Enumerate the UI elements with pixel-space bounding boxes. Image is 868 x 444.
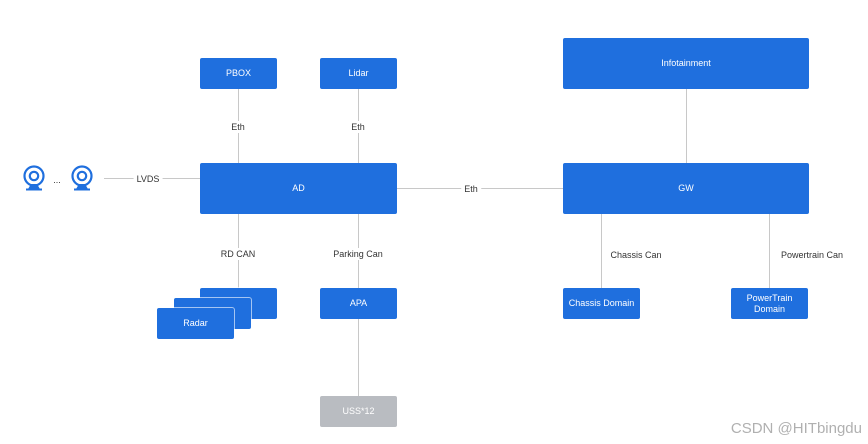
- node-ad-label: AD: [292, 183, 305, 193]
- node-powertrain-domain: PowerTrain Domain: [731, 288, 808, 319]
- node-uss-label: USS*12: [342, 406, 375, 416]
- node-apa-label: APA: [349, 298, 368, 308]
- link-label-lidar-eth: Eth: [348, 121, 368, 133]
- connector-gw-powertrain: [769, 213, 770, 289]
- node-pbox-label: PBOX: [225, 68, 251, 78]
- node-apa: APA: [320, 288, 397, 319]
- connector-gw-chassis: [601, 213, 602, 289]
- node-radar: Radar: [157, 308, 234, 339]
- camera-icon: [23, 165, 45, 191]
- node-ad: AD: [200, 163, 397, 214]
- link-label-powertrain-can: Powertrain Can: [777, 249, 847, 261]
- camera-ellipsis: ...: [53, 175, 61, 185]
- node-infotainment: Infotainment: [563, 38, 809, 89]
- link-label-chassis-can: Chassis Can: [607, 249, 665, 261]
- node-radar-label: Radar: [183, 318, 208, 328]
- node-chassis-domain: Chassis Domain: [563, 288, 640, 319]
- node-powertrain-domain-label: PowerTrain Domain: [746, 292, 793, 314]
- node-gw: GW: [563, 163, 809, 214]
- node-gw-label: GW: [678, 183, 694, 193]
- link-label-rd-can: RD CAN: [217, 248, 259, 260]
- node-lidar: Lidar: [320, 58, 397, 89]
- watermark: CSDN @HITbingdu: [730, 420, 862, 437]
- link-label-lvds: LVDS: [133, 173, 163, 185]
- connector-infotainment-gw: [686, 89, 687, 164]
- link-label-parking-can: Parking Can: [330, 248, 386, 260]
- node-lidar-label: Lidar: [348, 68, 369, 78]
- node-pbox: PBOX: [200, 58, 277, 89]
- link-label-ad-gw-eth: Eth: [461, 183, 481, 195]
- camera-icon: [71, 165, 93, 191]
- connector-apa-uss: [358, 318, 359, 397]
- node-uss: USS*12: [320, 396, 397, 427]
- node-infotainment-label: Infotainment: [661, 58, 711, 68]
- node-chassis-domain-label: Chassis Domain: [568, 298, 635, 308]
- link-label-pbox-eth: Eth: [228, 121, 248, 133]
